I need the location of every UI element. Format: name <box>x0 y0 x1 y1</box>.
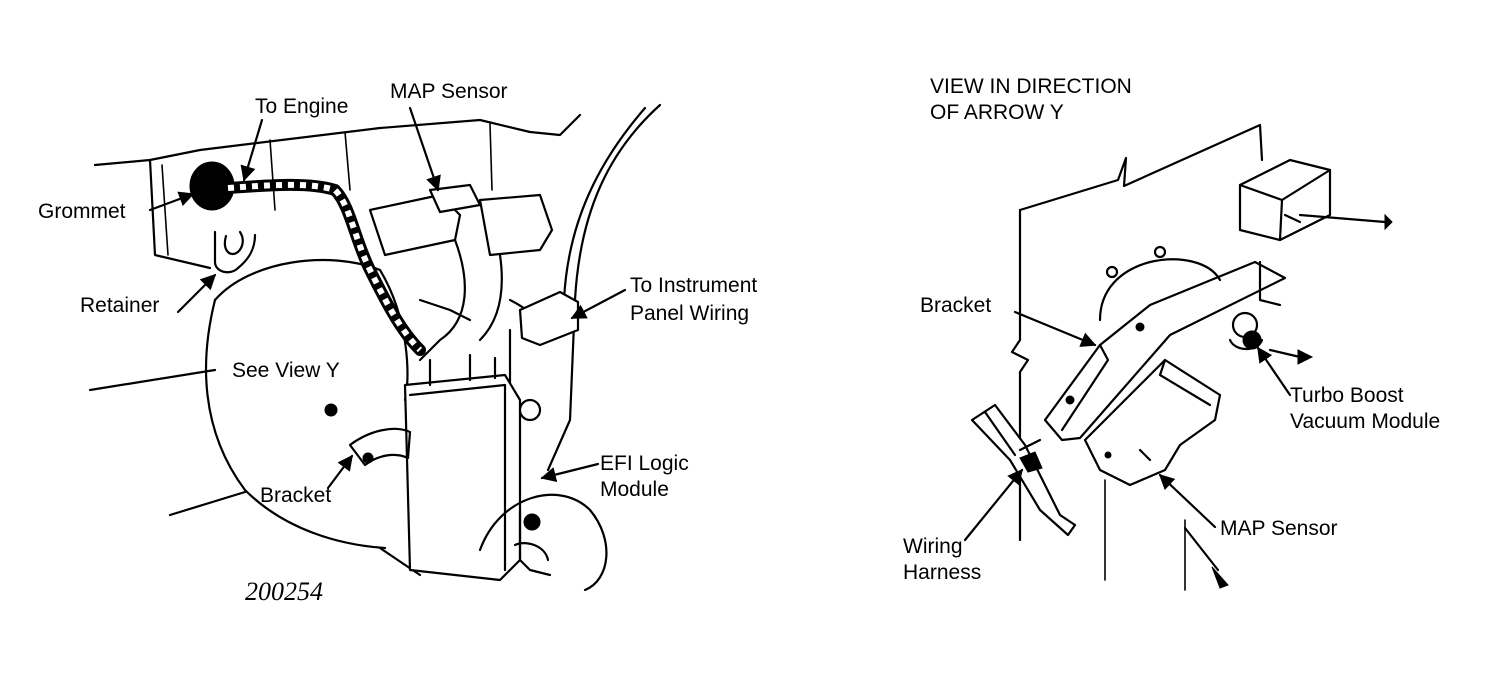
label-to-instrument-line1: To Instrument <box>630 274 757 297</box>
label-turbo-line1: Turbo Boost <box>1290 384 1404 407</box>
label-efi-line1: EFI Logic <box>600 452 689 475</box>
label-bracket-right: Bracket <box>920 294 991 317</box>
view-heading-line2: OF ARROW Y <box>930 101 1064 124</box>
label-to-instrument-line2: Panel Wiring <box>630 302 749 325</box>
label-grommet: Grommet <box>38 200 126 223</box>
right-leader-arrows <box>963 310 1292 542</box>
view-y-assembly <box>970 123 1393 591</box>
label-map-sensor-left: MAP Sensor <box>390 80 508 103</box>
label-see-view-y: See View Y <box>232 359 340 382</box>
label-wiring-line2: Harness <box>903 561 981 584</box>
view-heading-line1: VIEW IN DIRECTION <box>930 75 1132 98</box>
label-bracket-left: Bracket <box>260 484 331 507</box>
label-retainer: Retainer <box>80 294 159 317</box>
label-wiring-line1: Wiring <box>903 535 963 558</box>
label-to-engine: To Engine <box>255 95 348 118</box>
label-map-sensor-right: MAP Sensor <box>1220 517 1338 540</box>
left-leader-arrows <box>148 106 627 490</box>
label-turbo-line2: Vacuum Module <box>1290 410 1440 433</box>
engine-bay-view <box>88 103 662 592</box>
label-efi-line2: Module <box>600 478 669 501</box>
figure-number: 200254 <box>245 577 323 606</box>
